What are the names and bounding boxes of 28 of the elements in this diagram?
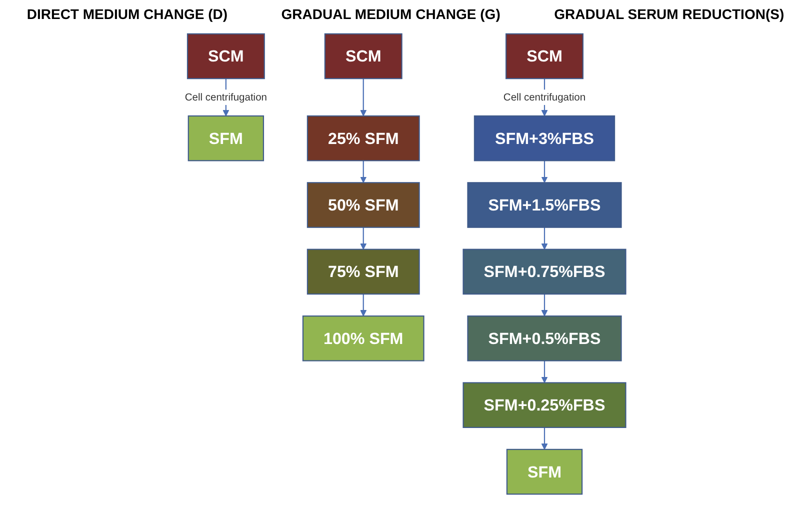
node-box: SCM xyxy=(506,33,584,80)
arrow xyxy=(360,160,367,183)
column-heading: DIRECT MEDIUM CHANGE (D) xyxy=(26,6,228,22)
arrow xyxy=(541,227,548,250)
arrow xyxy=(360,78,367,116)
arrow xyxy=(541,294,548,316)
node-box: SFM+3%FBS xyxy=(474,115,616,162)
edge-label: Cell centrifugation xyxy=(504,91,586,103)
node-box: SFM+0.5%FBS xyxy=(467,315,622,362)
node-box: 50% SFM xyxy=(307,182,420,228)
arrow xyxy=(541,360,548,384)
node-box: SFM xyxy=(188,115,264,162)
arrow xyxy=(360,227,367,250)
node-box: 25% SFM xyxy=(307,115,420,162)
column-heading: GRADUAL SERUM REDUCTION(S) xyxy=(554,6,784,22)
arrow xyxy=(541,427,548,450)
edge-label: Cell centrifugation xyxy=(185,91,268,103)
arrow xyxy=(360,294,367,316)
node-box: SCM xyxy=(187,33,266,80)
node-box: SFM xyxy=(506,448,583,495)
node-box: SCM xyxy=(324,33,403,80)
node-box: SFM+0.25%FBS xyxy=(462,382,626,428)
node-box: 100% SFM xyxy=(302,315,425,362)
column-heading: GRADUAL MEDIUM CHANGE (G) xyxy=(281,6,500,22)
node-box: SFM+1.5%FBS xyxy=(467,182,622,228)
node-box: 75% SFM xyxy=(307,248,420,295)
arrow xyxy=(541,160,548,183)
node-box: SFM+0.75%FBS xyxy=(462,248,626,295)
